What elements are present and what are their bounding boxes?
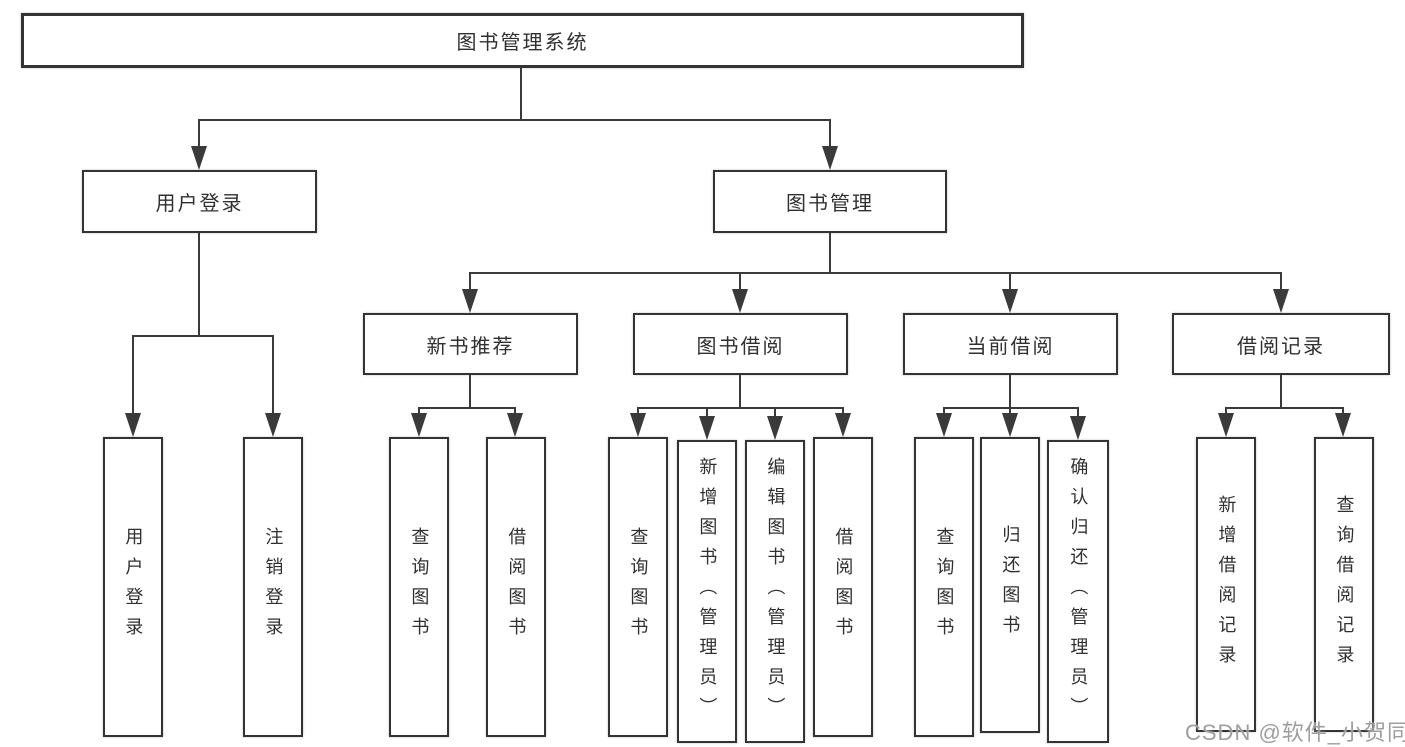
watermark: CSDN @软件_小贺同学 — [1185, 720, 1405, 745]
leaf-add-books-admin: 新增图书（管理员） — [677, 440, 737, 743]
node-book-borrow: 图书借阅 — [633, 313, 848, 375]
arrow-down-icon — [1218, 413, 1234, 437]
leaf-label: 用户登录 — [123, 527, 144, 647]
arrow-down-icon — [265, 413, 281, 437]
leaf-label: 新增借阅记录 — [1216, 494, 1237, 675]
connector-line — [739, 375, 741, 408]
leaf-logout: 注销登录 — [243, 437, 303, 737]
connector-line — [469, 272, 1282, 274]
leaf-label: 新增图书（管理员） — [697, 456, 718, 727]
connector-line — [272, 335, 274, 415]
arrow-down-icon — [1002, 413, 1018, 437]
arrow-down-icon — [507, 413, 523, 437]
leaf-borrow-books-newbooks: 借阅图书 — [486, 437, 546, 737]
node-borrow-records-label: 借阅记录 — [1237, 335, 1325, 358]
leaf-add-borrow-record: 新增借阅记录 — [1196, 437, 1256, 732]
connector-line — [1280, 272, 1282, 292]
connector-line — [1009, 375, 1011, 408]
arrow-down-icon — [191, 146, 207, 170]
arrow-down-icon — [699, 416, 715, 440]
arrow-down-icon — [1070, 416, 1086, 440]
connector-line — [132, 335, 274, 337]
arrow-down-icon — [1273, 289, 1289, 313]
leaf-label: 编辑图书（管理员） — [765, 456, 786, 727]
node-current-borrow-label: 当前借阅 — [966, 335, 1055, 358]
connector-line — [198, 233, 200, 336]
leaf-borrow-books-borrow: 借阅图书 — [813, 437, 873, 737]
arrow-down-icon — [732, 289, 748, 313]
arrow-down-icon — [1002, 289, 1018, 313]
connector-line — [1225, 407, 1344, 409]
connector-line — [469, 375, 471, 408]
connector-line — [418, 407, 516, 409]
arrow-down-icon — [630, 413, 646, 437]
node-book-mgmt-label: 图书管理 — [786, 193, 874, 215]
leaf-label: 查询图书 — [409, 527, 430, 647]
leaf-query-borrow-record: 查询借阅记录 — [1314, 437, 1374, 732]
node-new-books-label: 新书推荐 — [426, 335, 515, 358]
connector-line — [1280, 375, 1282, 408]
leaf-label: 归还图书 — [1000, 525, 1021, 645]
connector-line — [1009, 272, 1011, 292]
node-user-login: 用户登录 — [82, 170, 317, 233]
node-book-borrow-label: 图书借阅 — [696, 335, 785, 358]
leaf-confirm-return-admin: 确认归还（管理员） — [1047, 440, 1109, 743]
arrow-down-icon — [125, 413, 141, 437]
arrow-down-icon — [462, 289, 478, 313]
node-book-mgmt: 图书管理 — [713, 170, 947, 233]
leaf-edit-books-admin: 编辑图书（管理员） — [745, 440, 805, 743]
connector-line — [774, 407, 776, 421]
connector-line — [520, 68, 522, 120]
node-root-label: 图书管理系统 — [456, 32, 589, 54]
connector-line — [637, 407, 844, 409]
connector-line — [739, 272, 741, 292]
connector-line — [706, 407, 708, 421]
leaf-label: 确认归还（管理员） — [1068, 456, 1089, 727]
node-current-borrow: 当前借阅 — [903, 313, 1118, 375]
leaf-label: 注销登录 — [263, 527, 284, 647]
leaf-query-books-current: 查询图书 — [914, 437, 974, 737]
connector-line — [469, 272, 471, 292]
leaf-label: 借阅图书 — [506, 527, 527, 647]
leaf-user-login: 用户登录 — [103, 437, 163, 737]
node-user-login-label: 用户登录 — [155, 193, 244, 215]
node-root: 图书管理系统 — [21, 13, 1024, 68]
connector-line — [1077, 407, 1079, 421]
connector-line — [829, 119, 831, 150]
arrow-down-icon — [822, 146, 838, 170]
leaf-label: 查询借阅记录 — [1334, 494, 1355, 675]
connector-line — [198, 119, 831, 121]
leaf-query-books-newbooks: 查询图书 — [389, 437, 449, 737]
leaf-label: 查询图书 — [628, 527, 649, 647]
leaf-label: 查询图书 — [934, 527, 955, 647]
arrow-down-icon — [767, 416, 783, 440]
connector-line — [132, 335, 134, 415]
node-borrow-records: 借阅记录 — [1172, 313, 1390, 375]
connector-line — [198, 119, 200, 150]
leaf-query-books-borrow: 查询图书 — [608, 437, 668, 737]
node-new-books: 新书推荐 — [363, 313, 578, 375]
arrow-down-icon — [936, 413, 952, 437]
connector-line — [829, 233, 831, 273]
arrow-down-icon — [835, 413, 851, 437]
arrow-down-icon — [1335, 413, 1351, 437]
leaf-label: 借阅图书 — [833, 527, 854, 647]
leaf-return-books: 归还图书 — [980, 437, 1040, 733]
arrow-down-icon — [411, 413, 427, 437]
